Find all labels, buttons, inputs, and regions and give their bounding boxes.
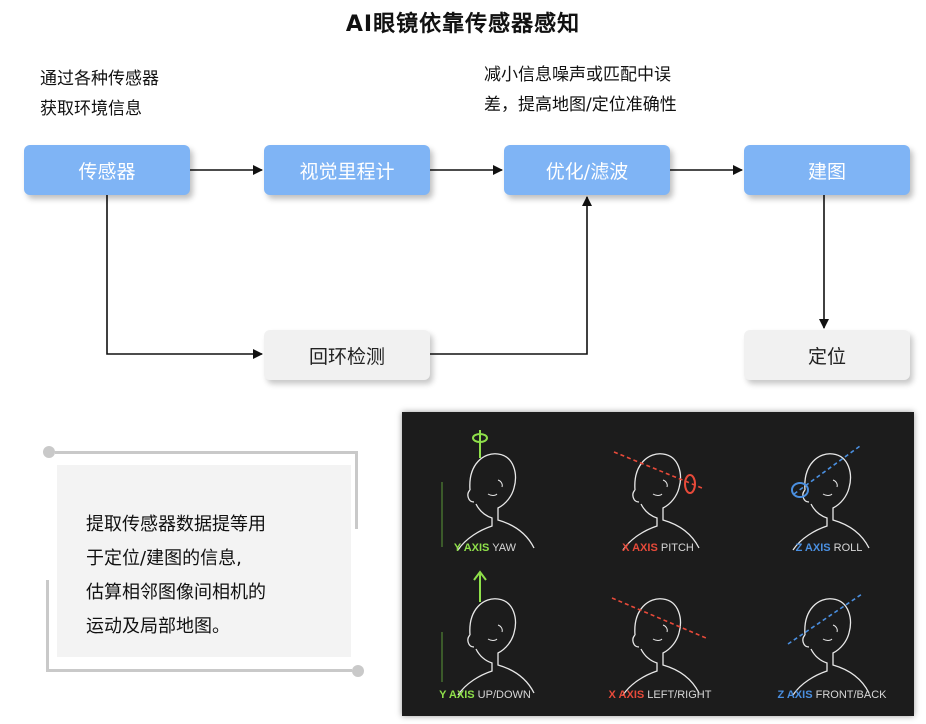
- label-y-yaw-motion: YAW: [492, 542, 517, 554]
- label-x-pitch: X AXIS PITCH: [598, 542, 718, 554]
- description-line1: 提取传感器数据提等用: [86, 514, 266, 535]
- frame-line-right: [355, 451, 358, 529]
- frame-line-top: [55, 451, 358, 454]
- description-line4: 运动及局部地图。: [86, 616, 230, 637]
- label-x-leftright: X AXIS LEFT/RIGHT: [590, 689, 730, 701]
- label-z-roll-axis: Z AXIS: [795, 542, 831, 554]
- label-x-pitch-axis: X AXIS: [622, 542, 658, 554]
- node-loop-detection: 回环检测: [264, 330, 430, 380]
- frame-line-bottom: [46, 669, 352, 672]
- head-motion-drawing: [441, 430, 870, 696]
- updown-arrowhead: [473, 570, 487, 581]
- label-y-updown-motion: UP/DOWN: [477, 689, 531, 701]
- label-z-frontback-axis: Z AXIS: [777, 689, 813, 701]
- optimization-note: 减小信息噪声或匹配中误 差，提高地图/定位准确性: [484, 60, 677, 120]
- description-line3: 估算相邻图像间相机的: [86, 582, 266, 603]
- head-leftright: [622, 598, 700, 696]
- pitch-axis-arrow: [613, 451, 703, 489]
- head-updown: [457, 598, 535, 696]
- description-line2: 于定位/建图的信息,: [86, 548, 242, 569]
- arrow-loop-to-optimization: [430, 196, 592, 355]
- head-motion-illustration: Y AXIS YAW X AXIS PITCH Z AXIS ROLL Y AX…: [402, 412, 914, 716]
- node-mapping: 建图: [744, 145, 910, 195]
- diagram-title: AI眼镜依靠传感器感知: [345, 12, 581, 37]
- label-z-roll: Z AXIS ROLL: [774, 542, 884, 554]
- head-yaw: [457, 453, 535, 551]
- node-visual-odometry: 视觉里程计: [264, 145, 430, 195]
- frontback-axis-arrow: [787, 593, 863, 645]
- pitch-rotation-ring: [684, 474, 696, 494]
- head-frontback: [792, 598, 870, 696]
- label-y-updown-axis: Y AXIS: [439, 689, 475, 701]
- label-y-yaw: Y AXIS YAW: [430, 542, 540, 554]
- roll-rotation-ring: [791, 482, 809, 498]
- arrow-sensor-to-loop: [106, 195, 263, 359]
- frame-line-left: [46, 580, 49, 672]
- label-y-yaw-axis: Y AXIS: [453, 542, 490, 554]
- label-y-updown: Y AXIS UP/DOWN: [420, 689, 550, 701]
- optimization-note-line1: 减小信息噪声或匹配中误: [484, 65, 671, 85]
- sensor-note-line2: 获取环境信息: [40, 99, 142, 119]
- frame-dot-bottom: [352, 665, 364, 677]
- label-x-pitch-motion: PITCH: [660, 542, 694, 554]
- yaw-rotation-ring: [472, 433, 488, 443]
- node-sensor: 传感器: [24, 145, 190, 195]
- head-roll: [792, 453, 870, 551]
- description-panel: [57, 465, 351, 657]
- node-localization: 定位: [744, 330, 910, 380]
- label-z-roll-motion: ROLL: [833, 542, 863, 554]
- head-pitch: [622, 453, 700, 551]
- description-text: 提取传感器数据提等用 于定位/建图的信息, 估算相邻图像间相机的 运动及局部地图…: [86, 508, 346, 644]
- label-x-leftright-motion: LEFT/RIGHT: [647, 689, 712, 701]
- node-optimization: 优化/滤波: [504, 145, 670, 195]
- optimization-note-line2: 差，提高地图/定位准确性: [484, 95, 677, 115]
- leftright-axis-arrow: [611, 597, 707, 639]
- label-x-leftright-axis: X AXIS: [608, 689, 645, 701]
- sensor-note: 通过各种传感器 获取环境信息: [40, 64, 159, 124]
- sensor-note-line1: 通过各种传感器: [40, 69, 159, 89]
- label-z-frontback-motion: FRONT/BACK: [815, 689, 887, 701]
- flow-connectors: [106, 165, 829, 359]
- label-z-frontback: Z AXIS FRONT/BACK: [762, 689, 902, 701]
- frame-dot-top: [43, 446, 55, 458]
